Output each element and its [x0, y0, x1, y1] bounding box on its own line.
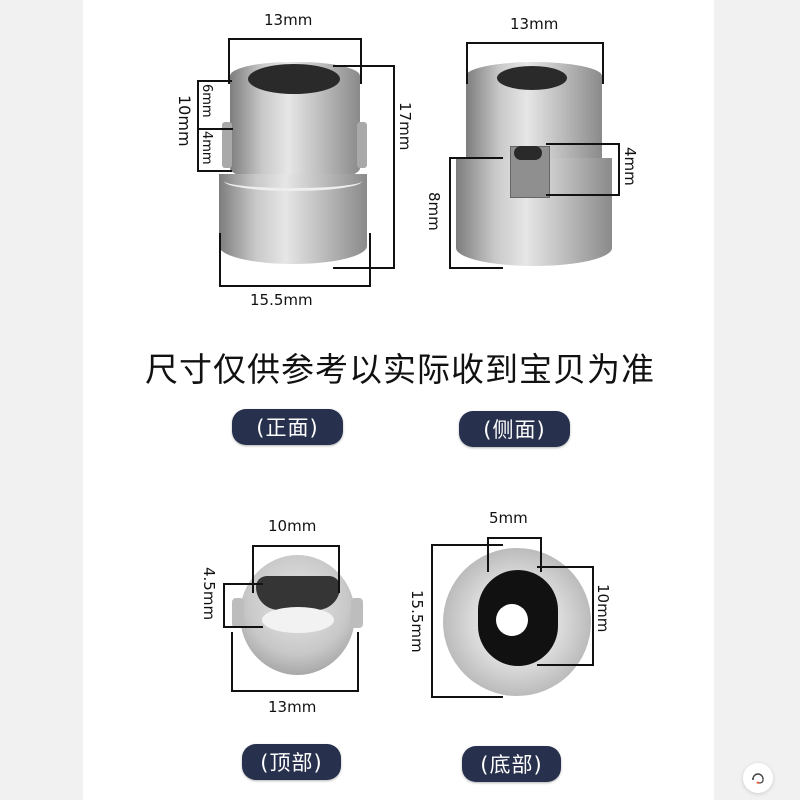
size-disclaimer: 尺寸仅供参考以实际收到宝贝为准: [145, 350, 655, 389]
front-dim-top-label: 13mm: [264, 11, 313, 29]
bottom-dim-left-bracket: [431, 544, 503, 698]
front-dim-left-bracket: [197, 80, 232, 172]
product-detail-panel: [83, 0, 714, 800]
front-dim-right-bracket: [333, 65, 395, 269]
front-dim-left-total-label: 10mm: [175, 95, 194, 147]
bottom-dim-top-label: 5mm: [489, 509, 528, 527]
headset-icon: [752, 773, 764, 784]
side-dim-right-label: 4mm: [621, 147, 639, 186]
top-part-ear-right: [351, 598, 363, 628]
side-part-slot-hole: [514, 146, 542, 160]
top-view-label: (顶部): [242, 744, 341, 780]
top-part-hole: [262, 607, 334, 633]
front-dim-right-label: 17mm: [396, 102, 414, 151]
top-part-bore: [256, 576, 340, 610]
front-dim-left-divider: [197, 128, 233, 130]
front-dim-upper-label: 6mm: [199, 84, 214, 118]
side-dim-left-label: 8mm: [425, 192, 443, 231]
bottom-dim-right-bracket: [537, 566, 594, 666]
front-part-lug-left: [222, 122, 232, 168]
top-dim-top-label: 10mm: [268, 517, 317, 535]
front-dim-lower-label: 4mm: [199, 131, 214, 165]
side-dim-right-bracket: [546, 143, 620, 196]
customer-service-button[interactable]: [743, 763, 773, 793]
side-view-label: (侧面): [459, 411, 570, 447]
front-part-ring: [224, 168, 362, 191]
bottom-view-label: (底部): [462, 746, 561, 782]
bottom-dim-left-label: 15.5mm: [408, 590, 426, 653]
front-part-lug-right: [357, 122, 367, 168]
side-part-bore: [497, 66, 567, 90]
front-view-label: (正面): [232, 409, 343, 445]
top-dim-bottom-bracket: [231, 632, 359, 692]
bottom-dim-top-bracket: [487, 537, 542, 572]
top-dim-top-bracket: [252, 545, 340, 593]
top-dim-bottom-label: 13mm: [268, 698, 317, 716]
front-dim-bottom-label: 15.5mm: [250, 291, 313, 309]
side-dim-top-label: 13mm: [510, 15, 559, 33]
top-dim-left-bracket: [223, 583, 263, 628]
front-part-bore: [248, 64, 340, 94]
top-dim-left-label: 4.5mm: [200, 567, 218, 621]
bottom-dim-right-label: 10mm: [594, 584, 612, 633]
bottom-part-center-hole: [496, 604, 528, 636]
side-dim-top-bracket: [466, 42, 604, 84]
front-dim-top-bracket: [228, 38, 362, 84]
side-dim-left-bracket: [449, 157, 503, 269]
top-part-ear-left: [232, 598, 244, 628]
front-dim-bottom-bracket: [219, 233, 371, 287]
